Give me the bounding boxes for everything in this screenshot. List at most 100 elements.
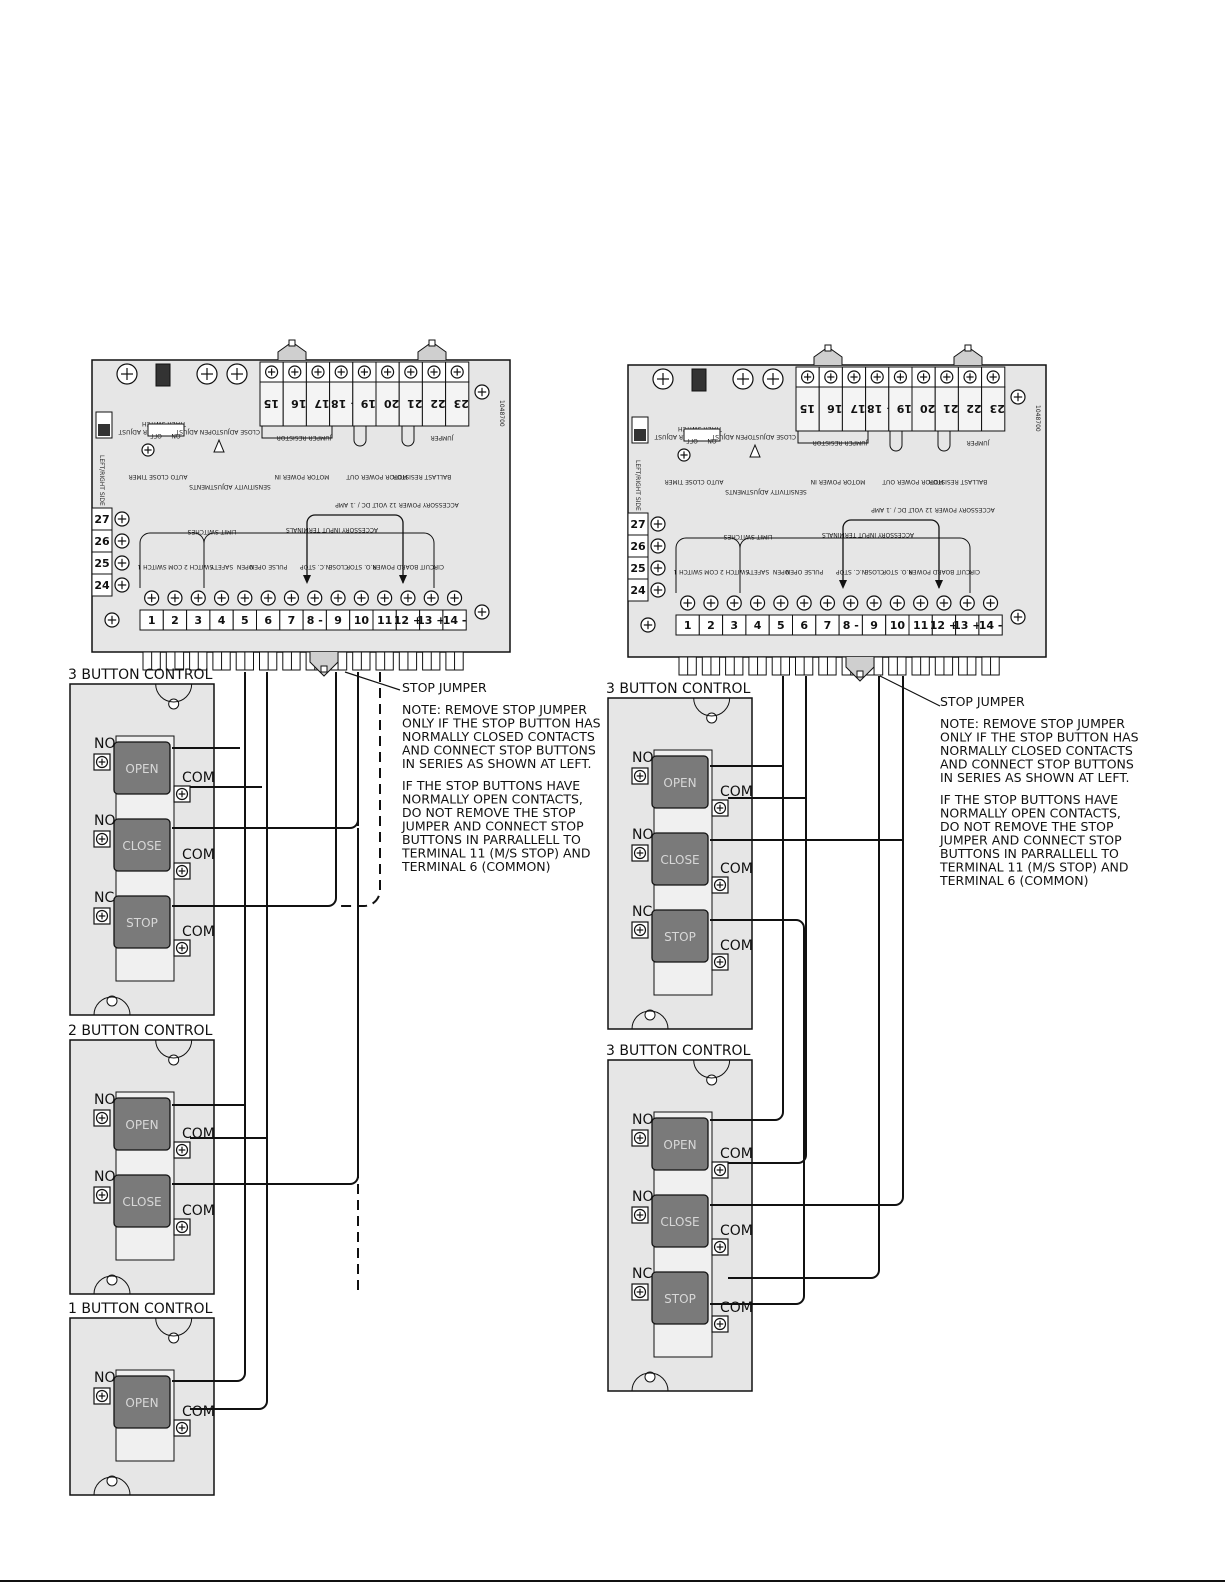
no-terminal-screw-icon <box>93 1109 111 1127</box>
push-button-label: CLOSE <box>660 853 699 867</box>
top-terminal-number: 23 <box>990 402 1005 415</box>
terminal-function-label: N.C. STOP <box>836 568 867 575</box>
stop-jumper-leader <box>344 671 401 691</box>
no-terminal-screw-icon <box>93 907 111 925</box>
no-terminal-screw-icon <box>631 1283 649 1301</box>
top-terminal-screw-icon <box>916 370 931 384</box>
station-arc <box>631 1010 669 1030</box>
station-arc <box>93 996 131 1016</box>
note-line: DO NOT REMOVE THE STOP <box>940 819 1114 834</box>
push-button-open <box>113 741 171 795</box>
note-line: IF THE STOP BUTTONS HAVE <box>402 778 580 793</box>
connector-tab-bottom <box>309 652 339 677</box>
sensitivity-label: SENSITIVITY ADJUSTMENTS <box>189 483 271 490</box>
bottom-terminal-number: 2 <box>707 619 715 632</box>
contact-label: NO <box>94 1370 116 1386</box>
bottom-terminal-circle-icon <box>260 590 276 606</box>
no-terminal-screw-icon <box>93 1387 111 1405</box>
side-terminal-screw-icon <box>114 511 130 527</box>
stop-wire <box>728 676 880 1279</box>
button-stations-right: 3 BUTTON CONTROLNOOPENCOMNOCLOSECOMNCSTO… <box>606 681 753 1392</box>
top-terminal-screw-icon <box>357 365 371 379</box>
bottom-terminal-circle-icon <box>307 590 323 606</box>
com-label: COM <box>182 1126 215 1142</box>
bottom-terminal-circle-icon <box>796 595 812 611</box>
station-title: 2 BUTTON CONTROL <box>68 1023 213 1039</box>
push-button-label: STOP <box>126 916 158 930</box>
station-title: 3 BUTTON CONTROL <box>606 1043 751 1059</box>
accessory-power-arrow <box>842 519 940 588</box>
motor-in-bracket <box>261 426 333 439</box>
terminal-screw-head <box>95 1188 109 1202</box>
com-terminal-screw-icon <box>173 1141 191 1159</box>
side-terminal-screw-icon <box>114 533 130 549</box>
note-line: BUTTONS IN PARRALLELL TO <box>940 846 1119 861</box>
bottom-terminal-circle-icon <box>819 595 836 611</box>
station-mount-hole-icon <box>644 1009 656 1021</box>
board-code: 1048700 <box>1034 405 1041 432</box>
potentiometer-icon <box>652 368 674 390</box>
contact-label: NO <box>94 1169 116 1185</box>
com-label: COM <box>182 1203 215 1219</box>
bottom-terminal-circle-icon <box>446 590 463 606</box>
push-button-label: OPEN <box>125 1118 158 1132</box>
top-terminal-screw-icon <box>334 365 348 379</box>
com-terminal-screw-icon <box>711 1315 729 1333</box>
station-plate <box>69 1317 215 1496</box>
accessory-input-label: ACCESSORY INPUT TERMINALS <box>286 526 378 533</box>
motor-power-out-label: MOTOR POWER OUT <box>882 478 944 485</box>
accessory-input-label: ACCESSORY INPUT TERMINALS <box>822 531 914 538</box>
station-mount-hole-icon <box>106 995 118 1007</box>
connector-tab-pin <box>824 344 832 352</box>
no-terminal-screw-icon <box>93 830 111 848</box>
contact-label: NC <box>94 890 114 906</box>
terminal-function-label: N.O. STOP <box>882 568 913 575</box>
terminal-screw-head <box>633 769 647 783</box>
station-arc <box>631 1372 669 1392</box>
bottom-terminal-number: 7 <box>288 614 296 627</box>
com-terminal-screw-icon <box>173 785 191 803</box>
top-terminal-screw-icon <box>288 365 302 379</box>
terminal-function-label: COM <box>168 563 182 570</box>
stop-jumper-leader <box>879 675 941 707</box>
bottom-terminal-circle-icon <box>726 595 742 611</box>
terminal-screw-head <box>633 1131 647 1145</box>
connector-tab-pin <box>320 665 328 673</box>
side-terminal-screw-icon <box>650 516 666 532</box>
side-terminal-number: 26 <box>94 535 110 548</box>
note-line: IN SERIES AS SHOWN AT LEFT. <box>402 756 591 771</box>
push-button-close <box>651 832 709 886</box>
terminal-function-label: CIRCUIT BOARD POWER <box>373 563 444 570</box>
motor-in-bracket <box>797 431 869 444</box>
top-terminal-number: - 15 <box>264 397 288 410</box>
motor-out-bracket <box>353 426 367 447</box>
com-label: COM <box>182 924 215 940</box>
terminal-screw-head <box>175 1220 189 1234</box>
side-terminal-number: 24 <box>94 579 110 592</box>
on-label: ON <box>171 432 180 439</box>
push-button-label: OPEN <box>663 1138 696 1152</box>
top-terminal-number: - 15 <box>800 402 824 415</box>
side-terminal-screw-icon <box>114 577 130 593</box>
bottom-terminal-circle-icon <box>959 595 975 611</box>
push-button-label: STOP <box>664 1292 696 1306</box>
terminal-screw-head <box>175 864 189 878</box>
sensitivity-triangle-icon <box>213 438 225 453</box>
timer-switch-box <box>683 428 721 442</box>
top-terminal-number: 16 <box>827 402 843 415</box>
terminal-function-label: SWITCH 2 <box>720 568 749 575</box>
connector-tab-pin <box>288 339 296 347</box>
auto-close-timer-label: AUTO CLOSE TIMER <box>665 478 724 485</box>
top-terminal-screw-icon <box>265 365 279 379</box>
wires-left <box>172 671 401 1410</box>
top-terminal-label-cell <box>981 386 1006 432</box>
top-terminal-screw-icon <box>450 365 464 379</box>
terminal-screw-head <box>633 1208 647 1222</box>
no-terminal-screw-icon <box>631 921 649 939</box>
com-terminal-screw-icon <box>711 953 729 971</box>
button-stations-left: 3 BUTTON CONTROLNOOPENCOMNOCLOSECOMNCSTO… <box>68 667 215 1496</box>
note-line: NORMALLY CLOSED CONTACTS <box>940 743 1133 758</box>
no-terminal-screw-icon <box>631 844 649 862</box>
motor-power-in-label: MOTOR POWER IN <box>275 473 330 480</box>
